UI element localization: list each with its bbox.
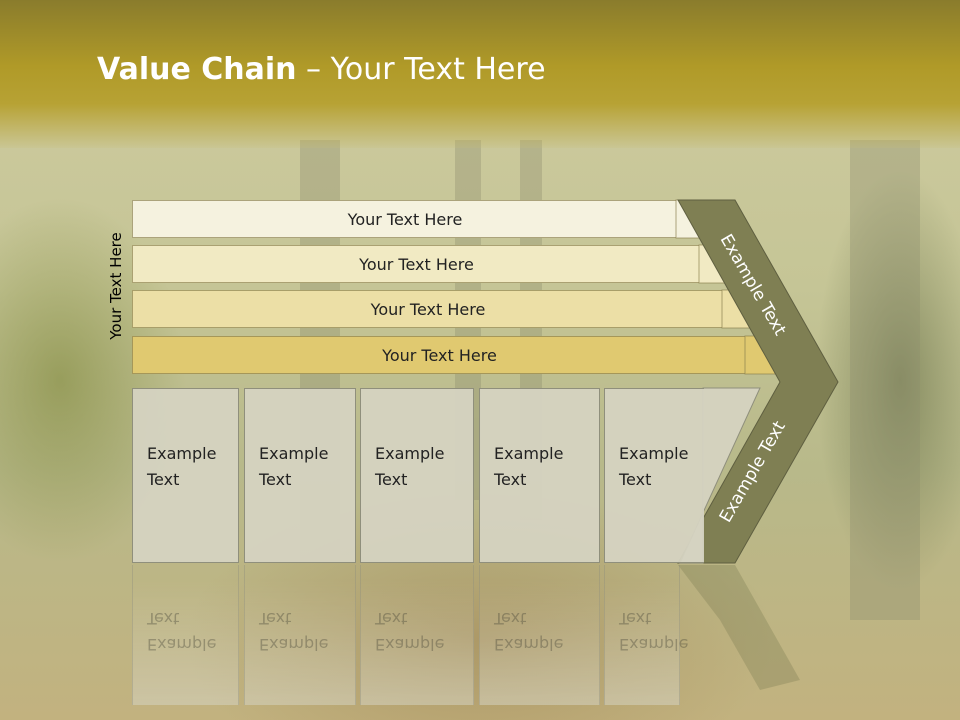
chevron-reflection — [678, 565, 800, 690]
chevron-shape — [677, 199, 839, 564]
value-bar-3[interactable]: Your Text Here — [132, 290, 743, 328]
value-bar-1[interactable]: Your Text Here — [132, 200, 697, 238]
value-bar-4[interactable]: Your Text Here — [132, 336, 766, 374]
slide-title: Value Chain – Your Text Here — [97, 52, 546, 87]
title-banner — [0, 0, 960, 148]
value-bar-2[interactable]: Your Text Here — [132, 245, 720, 283]
